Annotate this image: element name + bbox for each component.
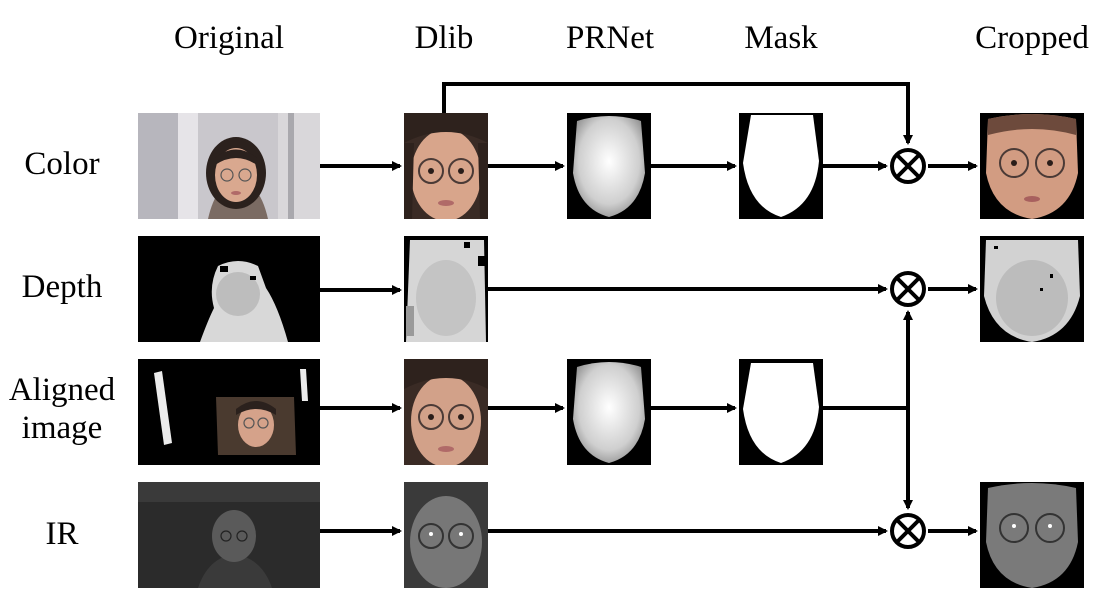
image-color-cropped: [980, 113, 1084, 219]
image-color-prnet: [567, 113, 651, 219]
image-color-original: [138, 113, 320, 219]
multiply-operator-color: [890, 148, 926, 184]
image-ir-dlib: [404, 482, 488, 588]
multiply-operator-depth: [890, 271, 926, 307]
image-depth-dlib: [404, 236, 488, 342]
header-mask: Mask: [744, 20, 818, 56]
image-depth-cropped: [980, 236, 1084, 342]
image-aligned-mask: [739, 359, 823, 465]
image-color-dlib: [404, 113, 488, 219]
image-depth-original: [138, 236, 320, 342]
image-aligned-prnet: [567, 359, 651, 465]
image-ir-original: [138, 482, 320, 588]
arrow-color-dlib-skip-to-operator: [442, 82, 913, 145]
multiply-operator-ir: [890, 513, 926, 549]
image-color-mask: [739, 113, 823, 219]
header-original: Original: [174, 20, 284, 56]
row-label-aligned: Aligned image: [9, 372, 115, 448]
image-aligned-original: [138, 359, 320, 465]
header-prnet: PRNet: [565, 20, 655, 56]
image-ir-cropped: [980, 482, 1084, 588]
image-aligned-dlib: [404, 359, 488, 465]
row-label-color: Color: [24, 146, 100, 183]
row-label-ir: IR: [45, 516, 79, 553]
header-dlib: Dlib: [414, 20, 474, 56]
row-label-aligned-line2: image: [21, 410, 103, 446]
header-cropped: Cropped: [975, 20, 1089, 56]
row-label-aligned-line1: Aligned: [8, 372, 116, 409]
row-label-depth: Depth: [21, 269, 103, 306]
